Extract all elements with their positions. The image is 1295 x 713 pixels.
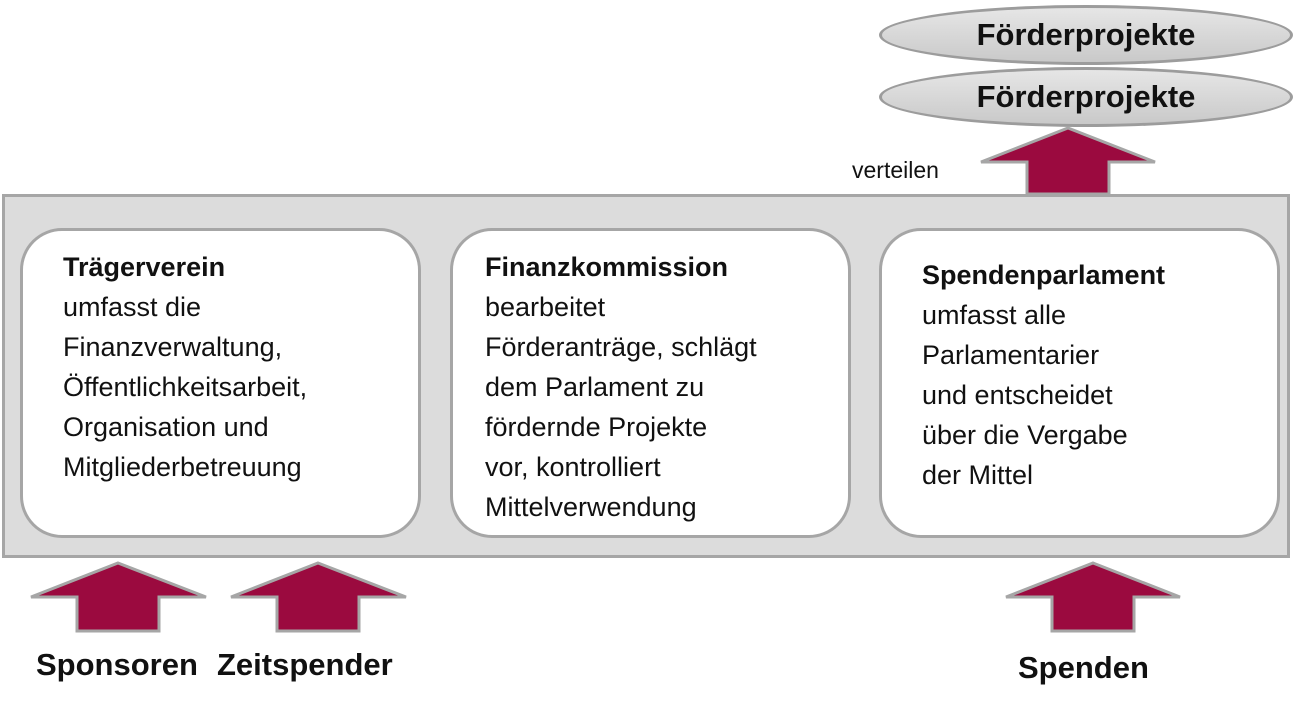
arrow-up-icon xyxy=(1005,561,1181,633)
arrow-up-icon xyxy=(30,561,207,633)
project-oval-bottom: Förderprojekte xyxy=(879,67,1293,127)
card-line: über die Vergabe xyxy=(922,420,1128,450)
label-spenden: Spenden xyxy=(1018,650,1149,685)
card-line: vor, kontrolliert xyxy=(485,452,661,482)
card-finanzkommission: Finanzkommission bearbeitet Förderanträg… xyxy=(450,228,851,538)
card-line: Finanzverwaltung, xyxy=(63,332,283,362)
card-line: Öffentlichkeitsarbeit, xyxy=(63,372,308,402)
arrow-up-icon xyxy=(230,561,407,633)
card-title: Trägerverein xyxy=(63,252,226,282)
card-line: umfasst alle xyxy=(922,300,1067,330)
card-line: Förderanträge, schlägt xyxy=(485,332,757,362)
card-line: Mittelverwendung xyxy=(485,492,697,522)
project-label: Förderprojekte xyxy=(976,79,1196,114)
distribute-label: verteilen xyxy=(852,157,939,183)
card-title: Spendenparlament xyxy=(922,260,1166,290)
card-line: und entscheidet xyxy=(922,380,1113,410)
card-spendenparlament: Spendenparlament umfasst alle Parlamenta… xyxy=(879,228,1280,538)
card-line: fördernde Projekte xyxy=(485,412,708,442)
project-label: Förderprojekte xyxy=(976,17,1196,52)
card-line: umfasst die xyxy=(63,292,202,322)
label-sponsoren: Sponsoren xyxy=(36,647,198,682)
card-traegerverein: Trägerverein umfasst die Finanzverwaltun… xyxy=(20,228,421,538)
arrow-up-icon xyxy=(980,126,1156,196)
card-line: Parlamentarier xyxy=(922,340,1100,370)
card-line: der Mittel xyxy=(922,460,1034,490)
card-line: dem Parlament zu xyxy=(485,372,705,402)
project-oval-top: Förderprojekte xyxy=(879,5,1293,65)
label-zeitspender: Zeitspender xyxy=(217,647,393,682)
card-line: Mitgliederbetreuung xyxy=(63,452,302,482)
card-line: bearbeitet xyxy=(485,292,606,322)
card-title: Finanzkommission xyxy=(485,252,729,282)
card-line: Organisation und xyxy=(63,412,269,442)
